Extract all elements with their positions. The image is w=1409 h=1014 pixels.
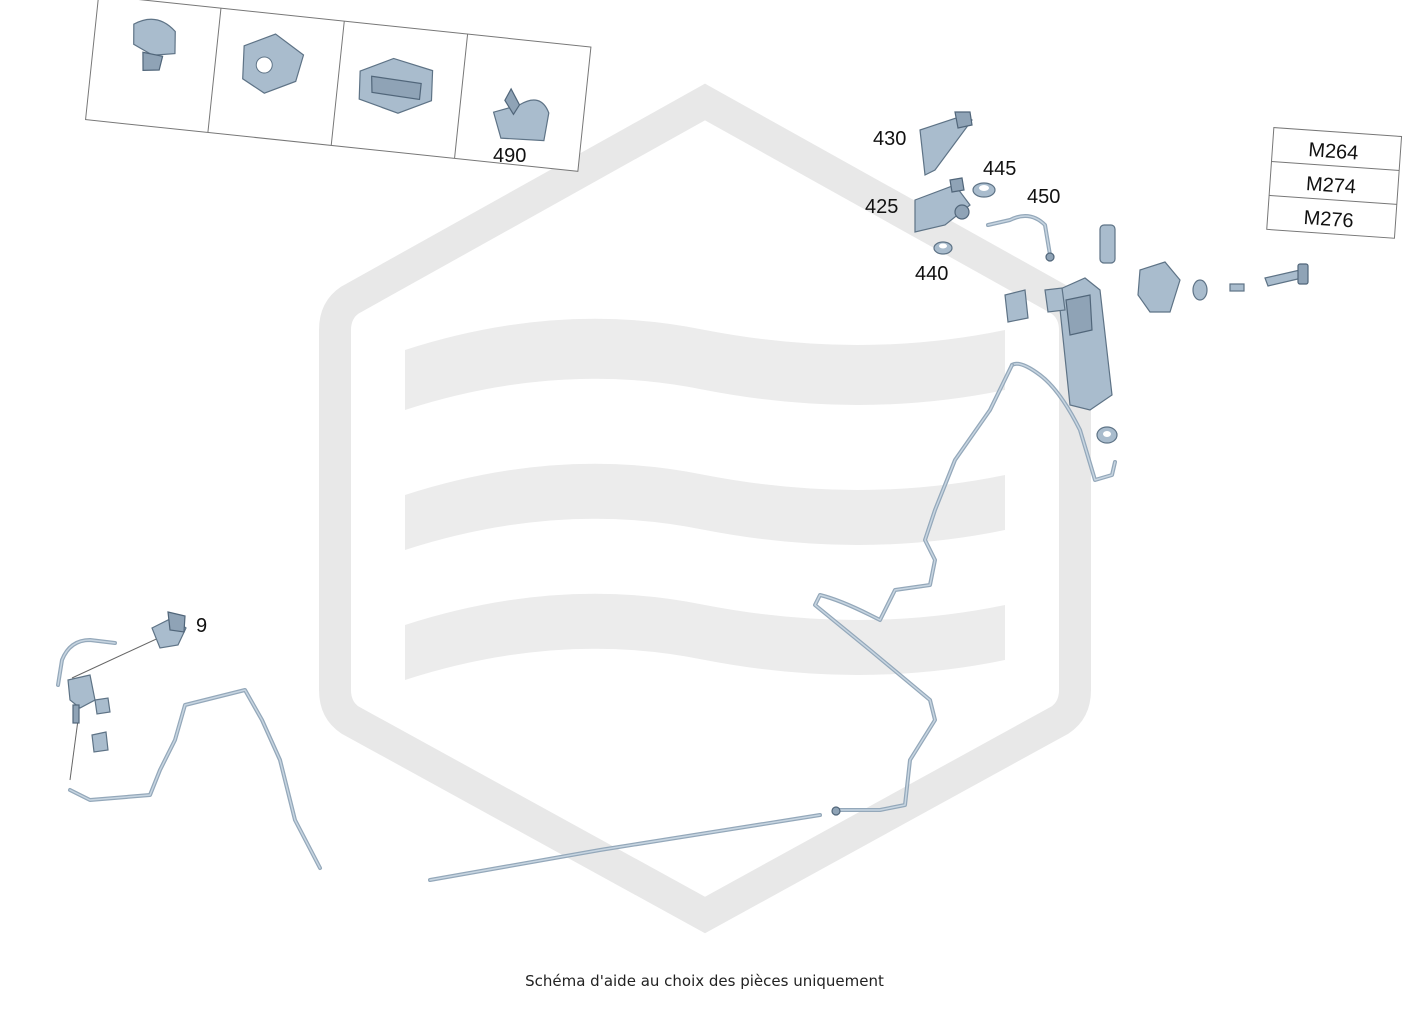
leader-line <box>69 719 79 781</box>
variant-m274: M274 <box>1305 173 1356 198</box>
callout-490: 490 <box>493 145 526 167</box>
watermark-logo <box>319 83 1091 934</box>
callout-430: 430 <box>873 128 906 150</box>
strip-divider <box>330 21 345 146</box>
variant-m276: M276 <box>1303 207 1354 232</box>
lower-left-lines <box>56 634 322 870</box>
leader-line <box>71 634 166 679</box>
purge-valve <box>1137 261 1245 313</box>
grommet-445 <box>972 182 996 198</box>
clip-part-2 <box>242 33 305 94</box>
clip-parts-strip <box>85 0 592 172</box>
variant-divider <box>1271 161 1400 171</box>
valve-cylinder <box>1099 224 1116 264</box>
small-fitting-a <box>94 697 111 715</box>
engine-variant-table: M264 M274 M276 <box>1266 127 1403 239</box>
hose-450 <box>986 214 1055 262</box>
variant-table-frame <box>1266 127 1403 239</box>
callout-9: 9 <box>196 615 207 637</box>
callout-445: 445 <box>983 158 1016 180</box>
callout-425: 425 <box>865 196 898 218</box>
vent-line-main <box>428 361 1117 882</box>
grommet-440 <box>933 241 953 255</box>
callout-450: 450 <box>1027 186 1060 208</box>
variant-divider <box>1269 194 1397 205</box>
diagram-caption: Schéma d'aide au choix des pièces unique… <box>525 972 884 990</box>
sensor-block <box>151 611 187 649</box>
variant-m264: M264 <box>1308 139 1359 164</box>
clip-part-490 <box>492 87 550 142</box>
fuel-filter <box>67 674 96 724</box>
charcoal-canister <box>1044 277 1113 411</box>
cap-fitting <box>1004 289 1029 323</box>
callout-440: 440 <box>915 263 948 285</box>
clip-part-3 <box>358 57 434 114</box>
clip-part-1 <box>133 18 176 71</box>
bracket-430 <box>919 111 973 176</box>
hose-clamp <box>1096 426 1118 444</box>
strip-divider <box>207 8 222 133</box>
strip-divider <box>454 34 469 159</box>
bolt <box>1264 263 1309 287</box>
small-fitting-b <box>91 731 109 753</box>
bracket-425 <box>914 177 971 233</box>
